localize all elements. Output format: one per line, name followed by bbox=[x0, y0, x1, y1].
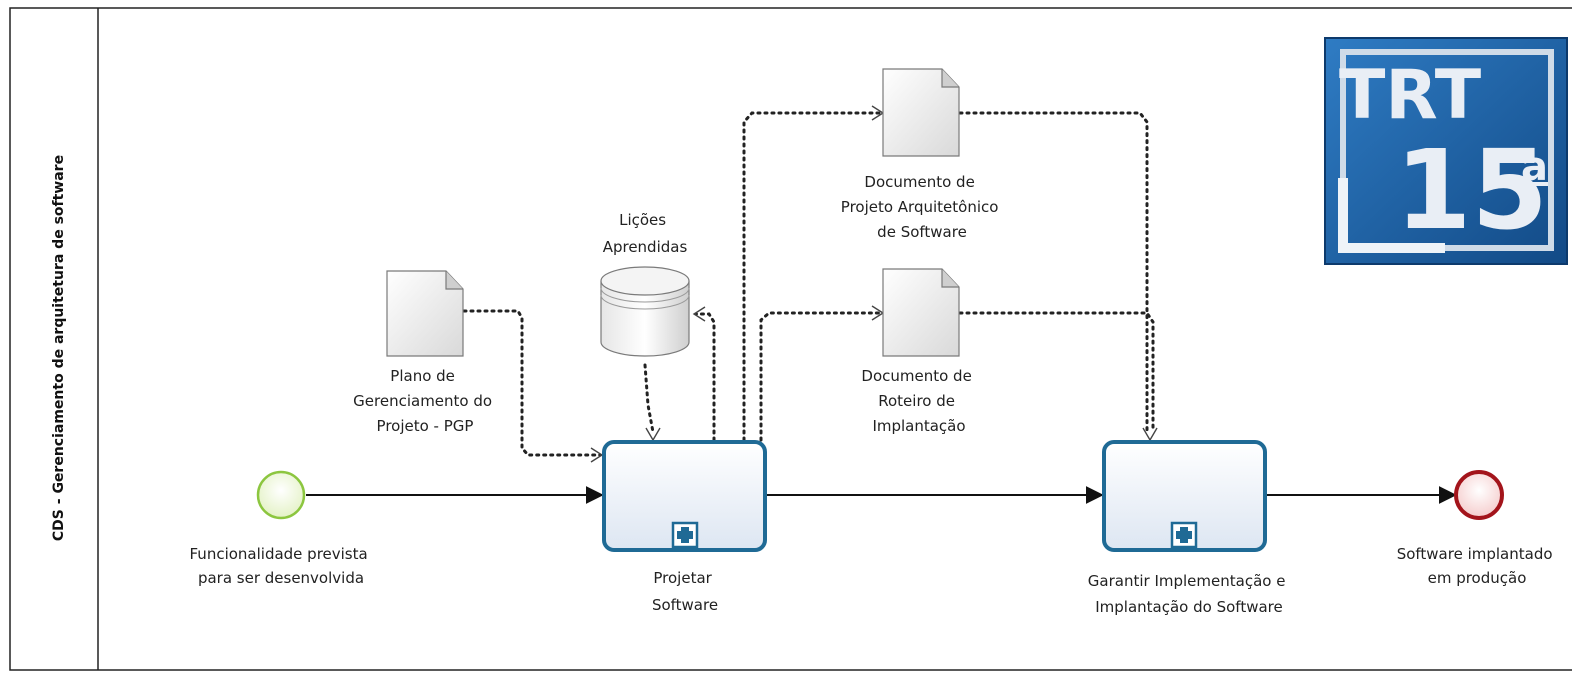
document-plano-icon[interactable] bbox=[386, 270, 464, 357]
assoc-plano-to-projetar bbox=[462, 309, 602, 457]
subprocess-plus-icon bbox=[1170, 521, 1198, 549]
task-projetar-software[interactable] bbox=[602, 440, 767, 552]
task-garantir-label: Garantir Implementação e Implantação do … bbox=[1088, 572, 1290, 616]
assoc-projetar-to-licoes bbox=[694, 312, 716, 442]
logo-text-number: 15 bbox=[1395, 126, 1548, 254]
lane-label: CDS - Gerenciamento de arquitetura de so… bbox=[51, 155, 67, 541]
document-arquitetonico-icon[interactable] bbox=[882, 68, 960, 157]
document-roteiro-label: Documento de Roteiro de Implantação bbox=[861, 367, 976, 435]
assoc-projetar-to-doc-arq bbox=[742, 111, 882, 442]
subprocess-plus-icon bbox=[671, 521, 699, 549]
start-event-label: Funcionalidade prevista para ser desenvo… bbox=[190, 545, 373, 587]
logo-text-trt: TRT bbox=[1339, 56, 1482, 135]
data-associations bbox=[462, 105, 1158, 463]
end-event[interactable] bbox=[1454, 470, 1504, 520]
start-event[interactable] bbox=[256, 470, 306, 520]
logo-text-ordinal: a bbox=[1521, 144, 1548, 190]
datastore-licoes-label: Lições Aprendidas bbox=[603, 211, 688, 256]
datastore-licoes-icon[interactable] bbox=[600, 266, 690, 357]
pool: CDS - Gerenciamento de arquitetura de so… bbox=[9, 7, 1572, 671]
task-projetar-label: Projetar Software bbox=[652, 569, 718, 614]
end-event-label: Software implantado em produção bbox=[1397, 545, 1558, 587]
assoc-doc-arq-to-garantir bbox=[958, 111, 1149, 434]
trt-logo: TRT 15 a bbox=[1324, 37, 1568, 265]
assoc-projetar-to-doc-rot bbox=[759, 311, 882, 442]
assoc-licoes-to-projetar bbox=[643, 363, 655, 434]
document-roteiro-icon[interactable] bbox=[882, 268, 960, 357]
document-plano-label: Plano de Gerenciamento do Projeto - PGP bbox=[353, 367, 497, 435]
assoc-doc-rot-to-garantir bbox=[958, 311, 1155, 434]
document-arquitetonico-label: Documento de Projeto Arquitetônico de So… bbox=[841, 173, 1003, 241]
task-garantir-implementacao[interactable] bbox=[1102, 440, 1267, 552]
